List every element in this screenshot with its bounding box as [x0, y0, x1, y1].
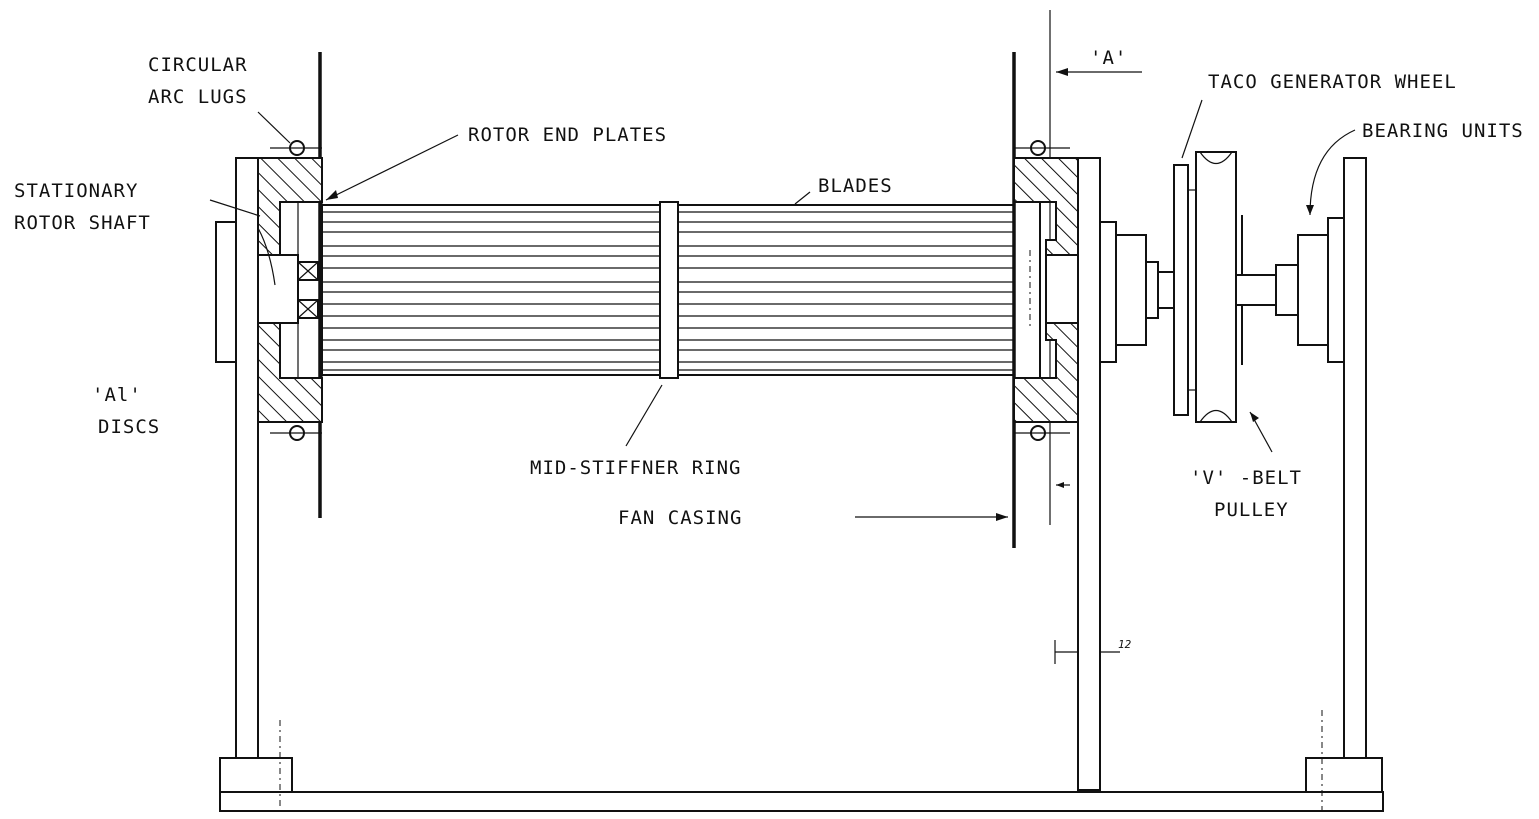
label-v-belt-pulley-2: PULLEY — [1214, 499, 1289, 521]
label-al-discs-2: DISCS — [98, 416, 160, 438]
label-taco-generator-wheel: TACO GENERATOR WHEEL — [1208, 71, 1457, 93]
right-rotor-end-plate — [1013, 201, 1041, 379]
label-circular-arc-lugs-1: CIRCULAR — [148, 54, 248, 76]
leader-lines — [209, 68, 1356, 664]
label-rotor-end-plates: ROTOR END PLATES — [468, 124, 667, 146]
bearing-unit-right — [1275, 217, 1345, 363]
label-blades: BLADES — [818, 175, 893, 197]
left-end-disc — [257, 140, 323, 441]
bearing-unit-left — [1099, 221, 1175, 363]
base-frame — [219, 710, 1384, 812]
label-circular-arc-lugs-2: ARC LUGS — [148, 86, 248, 108]
label-stationary-rotor-shaft-1: STATIONARY — [14, 180, 138, 202]
label-section-a: 'A' — [1090, 47, 1127, 69]
middle-support-post — [1077, 157, 1101, 791]
mid-stiffener-ring — [659, 201, 679, 379]
right-support-post — [1343, 157, 1367, 759]
drive-shaft — [1235, 274, 1277, 306]
label-mid-stiffner-ring: MID-STIFFNER RING — [530, 457, 741, 479]
label-fan-casing: FAN CASING — [618, 507, 742, 529]
taco-generator-wheel — [1173, 164, 1196, 416]
label-bearing-units: BEARING UNITS — [1362, 120, 1524, 142]
left-support-post — [215, 157, 259, 759]
label-al-discs-1: 'Al' — [92, 384, 142, 406]
v-belt-pulley — [1195, 151, 1243, 423]
label-dimension-12: 12 — [1118, 638, 1132, 651]
label-v-belt-pulley-1: 'V' -BELT — [1190, 467, 1302, 489]
label-stationary-rotor-shaft-2: ROTOR SHAFT — [14, 212, 151, 234]
